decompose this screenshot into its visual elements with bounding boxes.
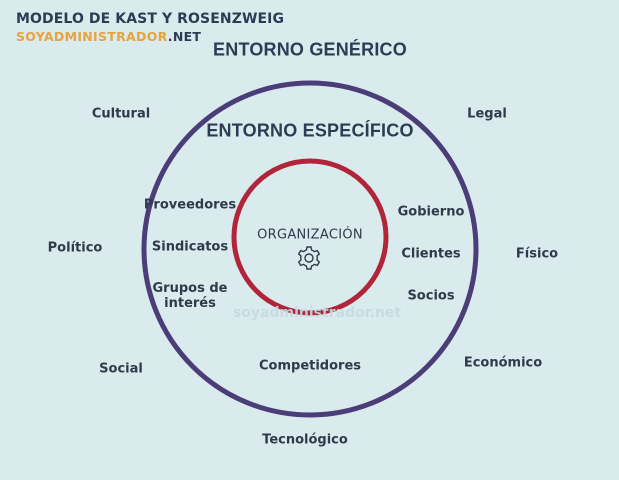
brand-main: SOYADMINISTRADOR	[16, 29, 168, 44]
brand-suffix: .NET	[167, 29, 202, 44]
factor-socios: Socios	[407, 288, 455, 304]
watermark: soyadministrador.net	[232, 305, 402, 321]
factor-social: Social	[99, 361, 143, 377]
organization-label: ORGANIZACIÓN	[257, 227, 363, 243]
outer-ring-generic-environment	[141, 80, 479, 418]
factor-sindicatos: Sindicatos	[151, 239, 229, 255]
factor-tecnologico: Tecnológico	[262, 432, 348, 448]
factor-politico: Político	[47, 240, 103, 256]
diagram-title: MODELO DE KAST Y ROSENZWEIG	[16, 11, 285, 27]
factor-gobierno: Gobierno	[397, 204, 465, 220]
factor-competidores: Competidores	[258, 358, 362, 374]
factor-legal: Legal	[467, 106, 507, 122]
factor-economico: Económico	[463, 355, 543, 371]
factor-fisico: Físico	[515, 246, 559, 262]
factor-grupos-de-interes: Grupos de interés	[152, 281, 228, 311]
header: MODELO DE KAST Y ROSENZWEIG SOYADMINISTR…	[16, 11, 284, 44]
gear-icon	[297, 246, 321, 270]
factor-proveedores: Proveedores	[143, 197, 237, 213]
specific-environment-heading: ENTORNO ESPECÍFICO	[206, 120, 414, 141]
inner-ring-organization	[231, 158, 389, 316]
generic-environment-heading: ENTORNO GENÉRICO	[213, 39, 407, 60]
brand-logo: SOYADMINISTRADOR.NET	[16, 29, 284, 44]
factor-clientes: Clientes	[401, 246, 461, 262]
factor-cultural: Cultural	[91, 106, 151, 122]
